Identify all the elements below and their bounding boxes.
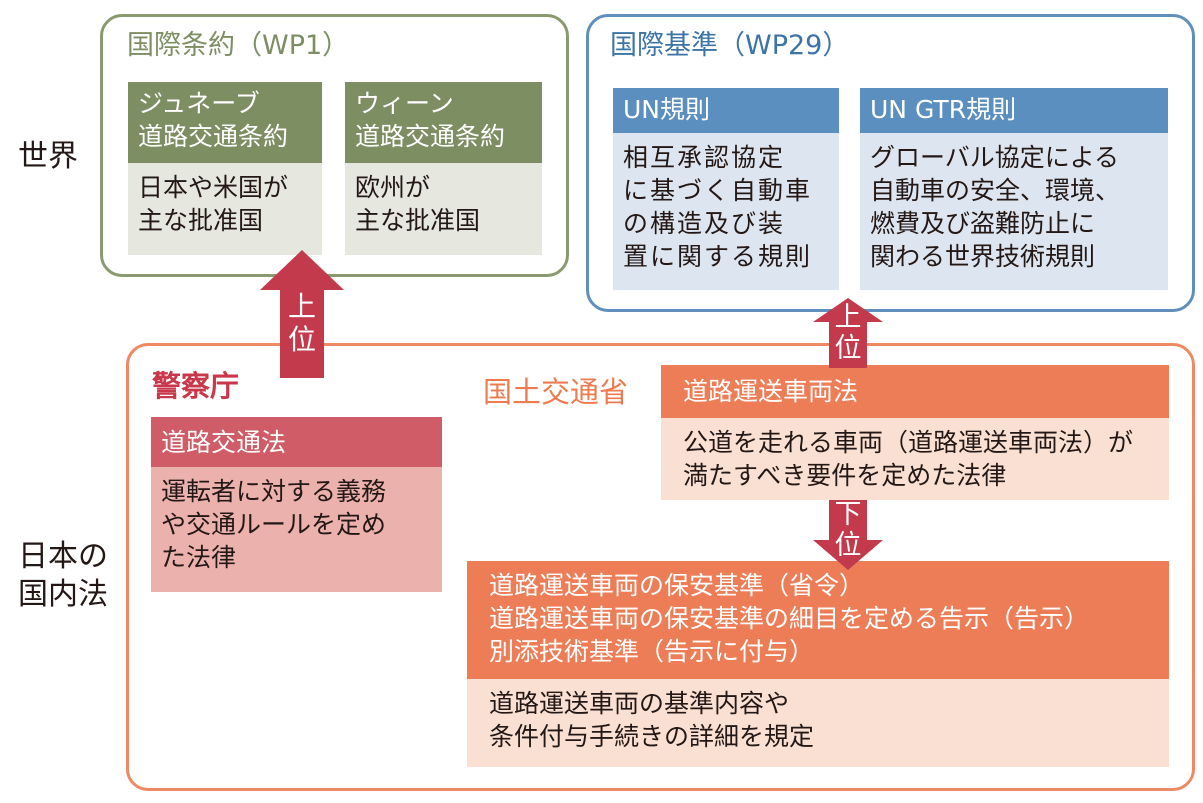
vehicle-law-body: 公道を走れる車両（道路運送車両法）が 満たすべき要件を定めた法律 (661, 418, 1169, 500)
wp29-title: 国際基準（WP29） (610, 30, 850, 61)
row-label-world: 世界 (18, 139, 78, 174)
lower-arrow-label: 下 位 (834, 499, 862, 561)
vienna-header: ウィーン 道路交通条約 (345, 82, 542, 163)
geneva-header: ジュネーブ 道路交通条約 (128, 82, 322, 163)
un-header: UN規則 (613, 88, 839, 133)
upper-arrow-left-label: 上 位 (287, 290, 316, 356)
mlit-title: 国土交通省 (483, 375, 629, 409)
un-body: 相互承認協定 に基づく自動車 の構造及び装 置に関する規則 (613, 133, 839, 290)
geneva-body: 日本や米国が 主な批准国 (128, 163, 322, 255)
road-traffic-law-header: 道路交通法 (151, 417, 442, 467)
gtr-body: グローバル協定による 自動車の安全、環境、 燃費及び盗難防止に 関わる世界技術規… (860, 133, 1168, 290)
row-label-domestic: 日本の 国内法 (18, 539, 108, 612)
police-title: 警察庁 (152, 369, 240, 403)
upper-arrow-left (260, 250, 344, 378)
lower-arrow (813, 500, 883, 570)
safety-standards-header: 道路運送車両の保安基準（省令） 道路運送車両の保安基準の細目を定める告示（告示）… (467, 561, 1169, 679)
safety-standards-body: 道路運送車両の基準内容や 条件付与手続きの詳細を規定 (467, 679, 1169, 767)
gtr-header: UN GTR規則 (860, 88, 1168, 133)
upper-arrow-right (813, 298, 883, 368)
vehicle-law-header: 道路運送車両法 (661, 365, 1169, 418)
road-traffic-law-body: 運転者に対する義務 や交通ルールを定め た法律 (151, 467, 442, 592)
upper-arrow-right-label: 上 位 (834, 302, 862, 364)
vienna-body: 欧州が 主な批准国 (345, 163, 542, 255)
wp1-title: 国際条約（WP1） (127, 30, 350, 61)
